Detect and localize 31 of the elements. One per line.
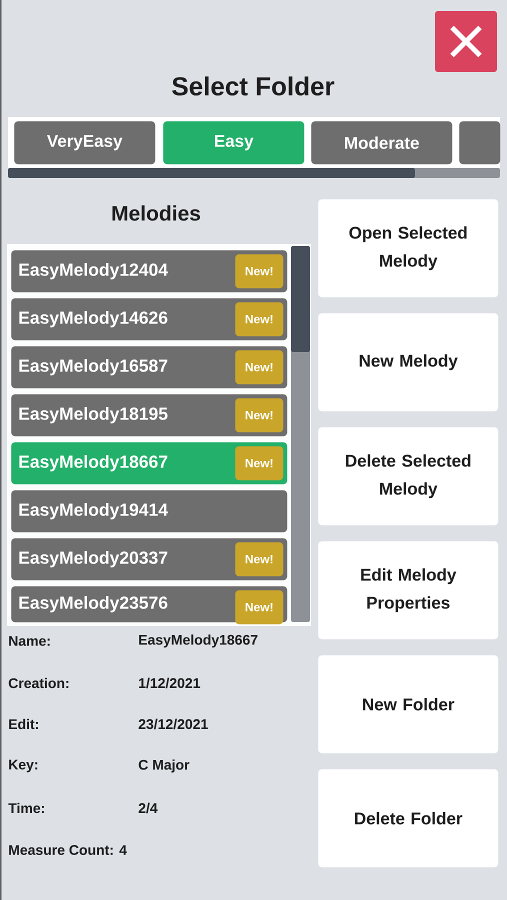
tab-button: Easy [163,121,304,164]
tab-button: VeryEasy [14,121,156,164]
new-badge: New! [235,302,284,336]
field-value: C Major [138,759,190,773]
list-heading: Melodies [112,205,200,221]
tab-button: Moderate [311,121,452,164]
list-row: EasyMelody19414 [11,490,288,532]
new-badge: New! [235,350,284,384]
new-badge: New! [235,398,284,432]
action-button: New Folder [318,655,498,754]
field-value: 23/12/2021 [138,718,208,730]
field-label: Time: [8,802,44,814]
field-value: 1/12/2021 [139,678,200,688]
new-badge: New! [235,542,284,576]
new-badge: New! [235,590,284,624]
new-badge: New! [235,446,284,480]
action-button: Delete Selected Melody [318,427,498,526]
field-label: Key: [9,760,38,772]
action-button: New Melody [318,313,498,412]
field-label: Measure Count: 4 [9,845,127,855]
action-button: Edit Melody Properties [318,541,498,640]
field-value: 2/4 [138,802,158,814]
field-label: Edit: [9,718,38,730]
action-button: Open Selected Melody [318,199,498,298]
new-badge: New! [235,254,284,288]
action-button: Delete Folder [318,769,498,868]
field-value: EasyMelody18667 [139,634,258,648]
dialog-title: Select Folder [172,76,334,96]
field-label: Name: [9,636,50,646]
tab-button [459,121,500,164]
field-label: Creation: [8,678,68,688]
